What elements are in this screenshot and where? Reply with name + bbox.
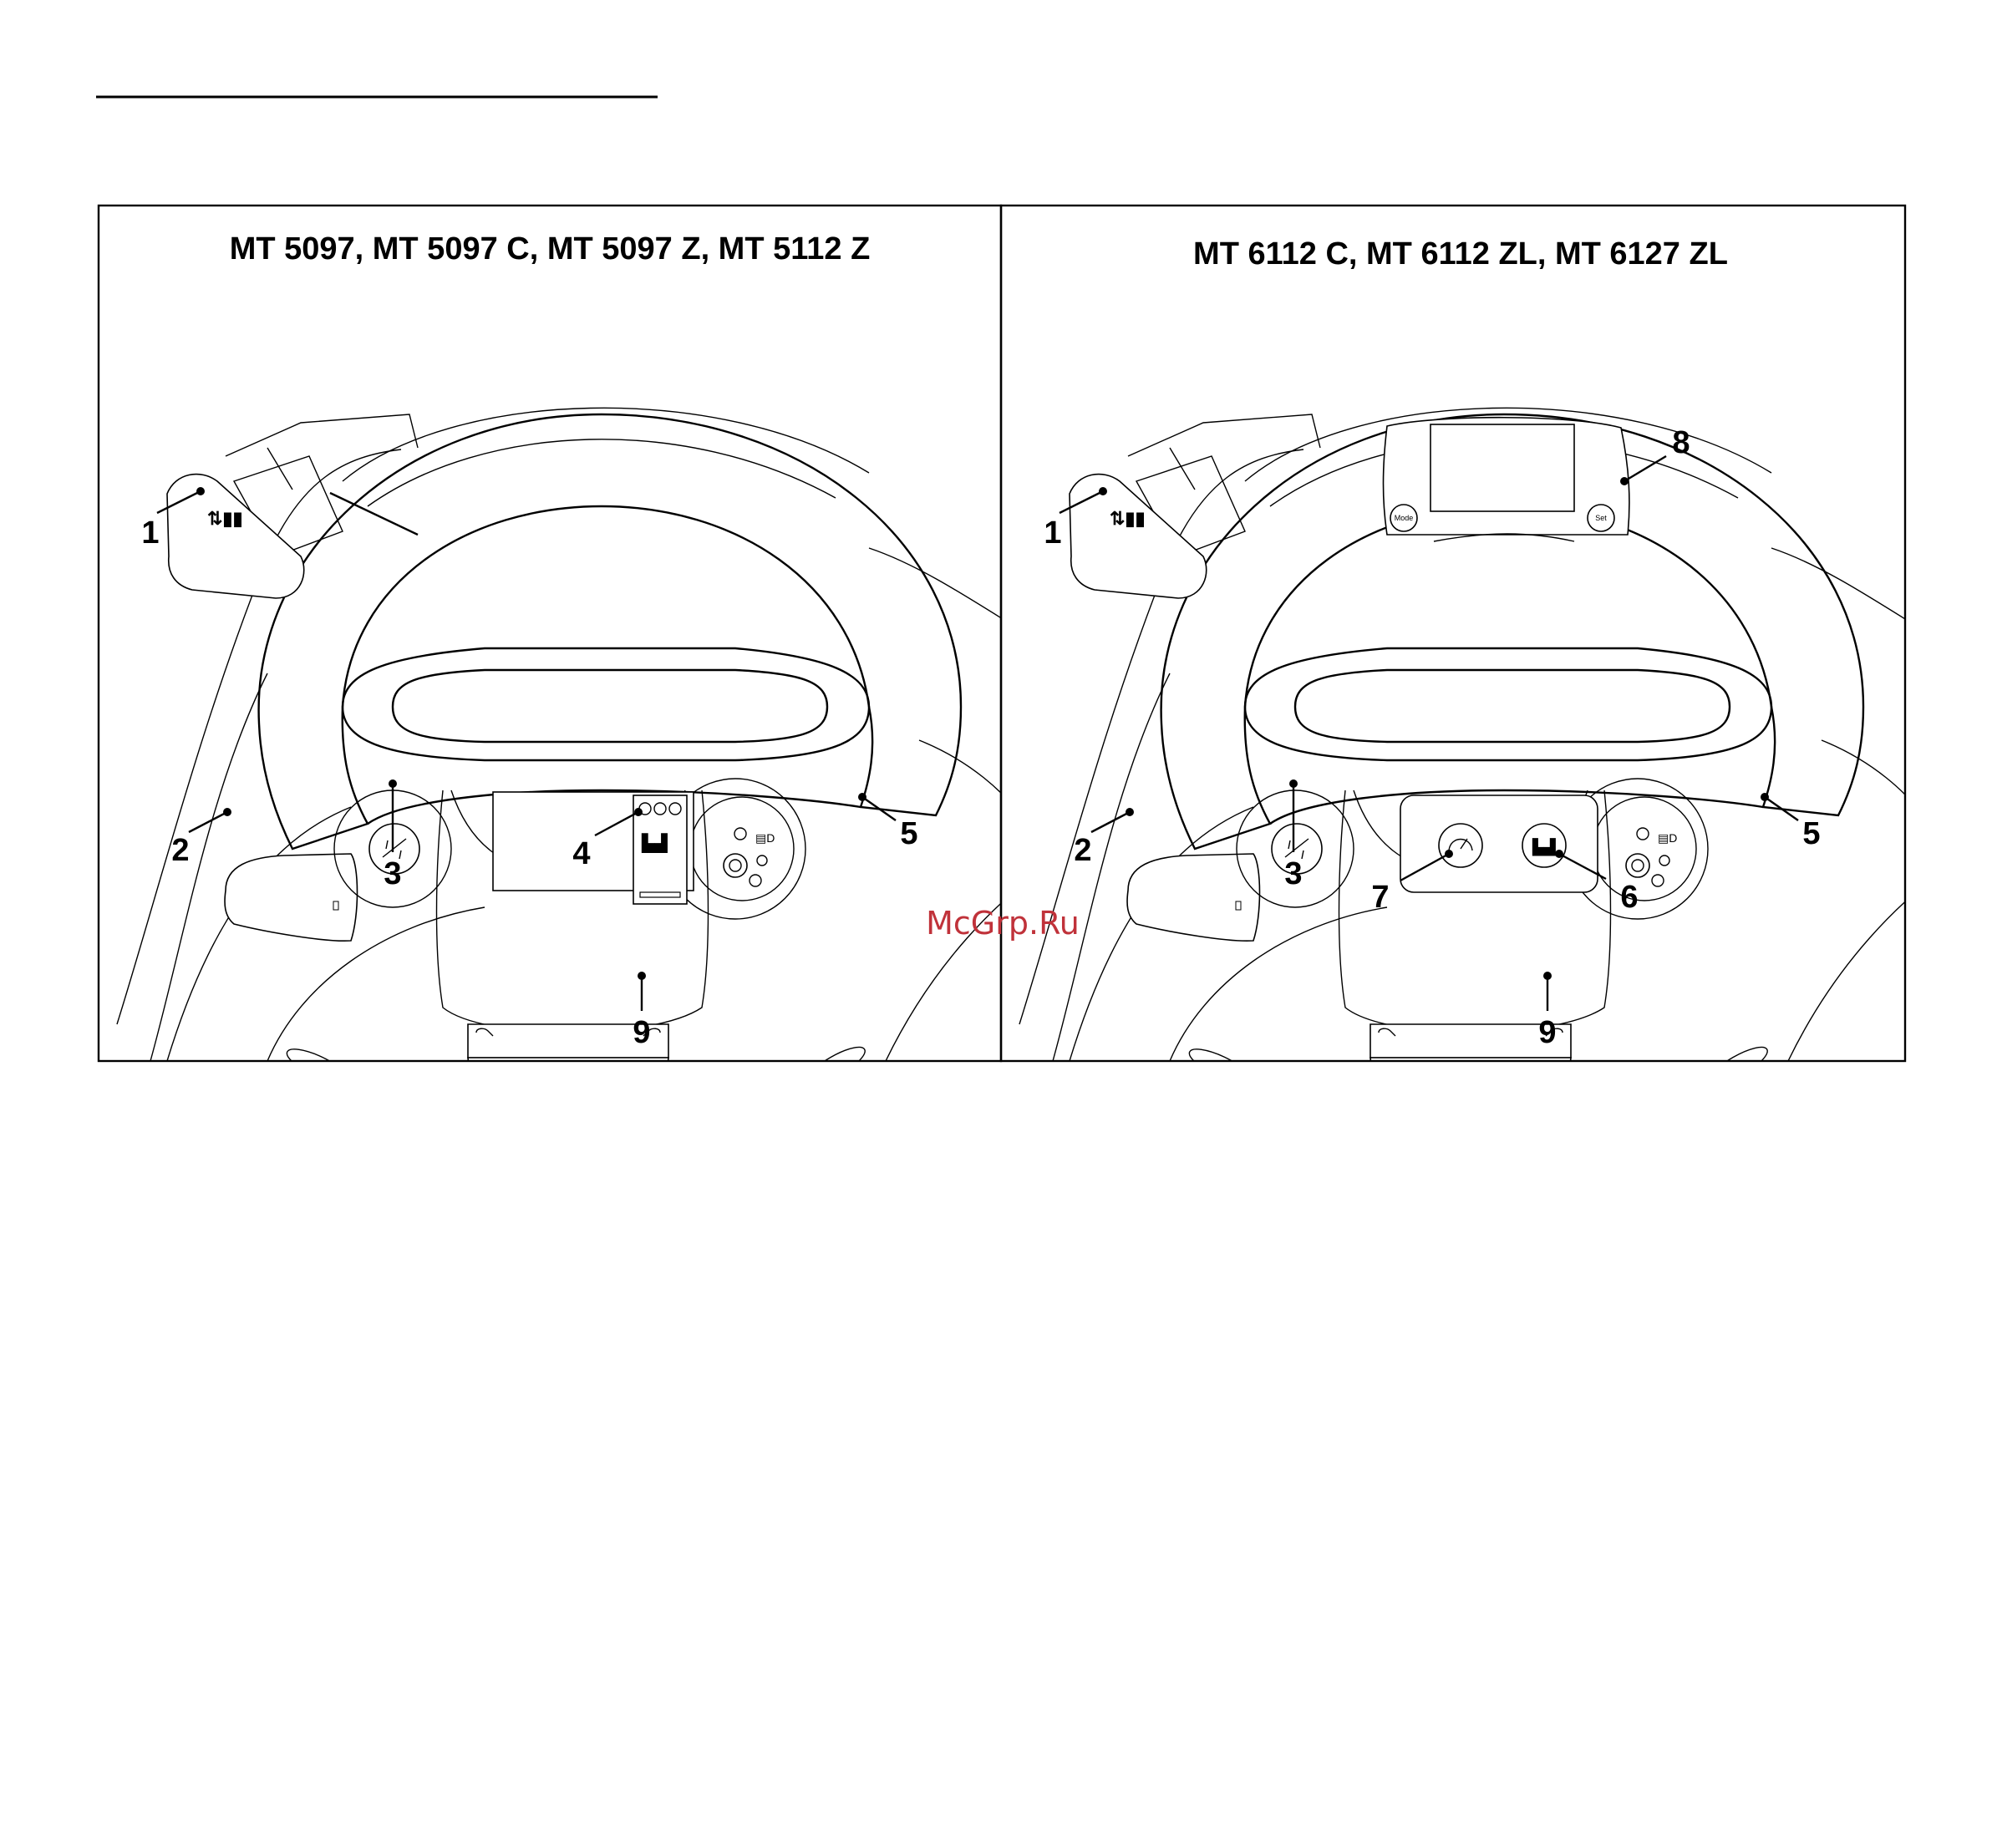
svg-text:4: 4: [572, 836, 590, 871]
svg-text:▙▟: ▙▟: [1532, 838, 1557, 856]
svg-text:2: 2: [171, 833, 189, 868]
svg-text:5: 5: [900, 816, 917, 851]
svg-text:9: 9: [1538, 1015, 1556, 1050]
svg-text:8: 8: [1672, 425, 1690, 460]
callout-9-left: 9: [633, 972, 650, 1050]
panel-right-title: MT 6112 C, MT 6112 ZL, MT 6127 ZL: [1193, 236, 1728, 272]
svg-text:1: 1: [1044, 515, 1061, 551]
panel-left: ▙▟ MT 5097, MT 5097 C, MT 5097 Z, MT 511…: [99, 206, 1044, 1116]
svg-text:5: 5: [1802, 816, 1820, 851]
pto-icon: ▙▟: [641, 833, 668, 853]
svg-text:1: 1: [141, 515, 159, 551]
speedometer-icon: [1439, 824, 1482, 867]
svg-text:9: 9: [633, 1015, 650, 1050]
svg-text:Mode: Mode: [1395, 514, 1414, 522]
svg-text:2: 2: [1074, 833, 1091, 868]
center-switch-panel: ▙▟: [1400, 795, 1598, 892]
svg-text:3: 3: [384, 856, 401, 891]
panel-right: Mode Set ▙▟ MT 6112 C, MT 6112 ZL, MT 61…: [1001, 206, 1947, 1116]
watermark: McGrp.Ru: [926, 905, 1080, 942]
svg-text:6: 6: [1620, 880, 1638, 915]
panel-right-frame: [1001, 206, 1905, 1061]
digital-display: Mode Set: [1384, 418, 1629, 541]
panel-left-title: MT 5097, MT 5097 C, MT 5097 Z, MT 5112 Z: [230, 231, 871, 267]
pto-indicator-panel: ▙▟: [493, 792, 694, 904]
svg-text:3: 3: [1284, 856, 1302, 891]
svg-text:Set: Set: [1595, 514, 1607, 522]
callout-9-right: 9: [1538, 972, 1556, 1050]
svg-text:7: 7: [1371, 880, 1389, 915]
panel-left-frame: [99, 206, 1001, 1061]
callout-5-right: 5: [1761, 793, 1821, 851]
callout-5-left: 5: [858, 793, 918, 851]
